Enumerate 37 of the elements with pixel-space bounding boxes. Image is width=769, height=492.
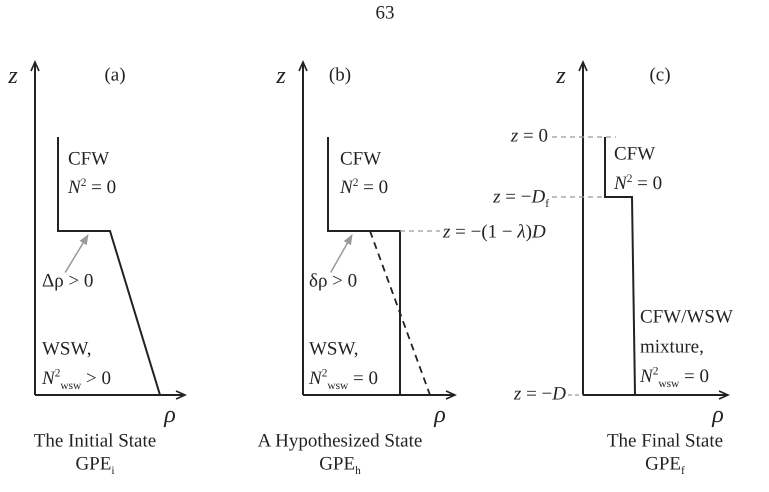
layer-label: mixture, — [640, 338, 704, 358]
depth-label: z = −(1 − λ)D — [443, 222, 546, 244]
axis-label: ρ — [712, 402, 724, 428]
depth-label: z = −D — [514, 384, 566, 406]
layer-label: WSW, — [42, 340, 92, 360]
axis-label: ρ — [434, 402, 446, 428]
caption-text: The Final State — [606, 432, 724, 452]
axis-label: z — [276, 62, 286, 90]
axis-label: z — [556, 62, 566, 90]
annotation-text: Δρ > 0 — [42, 272, 94, 292]
layer-label: CFW — [340, 150, 382, 170]
panel-label: (c) — [649, 66, 671, 86]
page-number: 63 — [376, 4, 394, 24]
axis-label: z — [8, 62, 18, 90]
caption-text: GPE$_{f}$ — [645, 454, 685, 478]
layer-label: CFW/WSW — [640, 308, 733, 328]
leader-arrow — [330, 234, 353, 273]
panel-label: (b) — [328, 66, 352, 86]
layer-label: WSW, — [309, 340, 358, 360]
leader-arrow — [64, 234, 89, 273]
panel-label: (a) — [104, 66, 126, 86]
caption-text: The Initial State — [34, 432, 156, 452]
caption-text: GPE$_{i}$ — [75, 454, 115, 478]
equation-label: N$^{2}$$_{wsw}$ = 0 — [640, 366, 709, 390]
annotation-text: δρ > 0 — [309, 272, 358, 292]
equation-label: N$^{2}$ = 0 — [614, 172, 662, 196]
layer-label: CFW — [614, 144, 656, 166]
layer-label: CFW — [68, 150, 110, 170]
depth-label: z = −D$_{f}$ — [493, 187, 549, 211]
caption-text: A Hypothesized State — [258, 432, 422, 452]
equation-label: N$^{2}$$_{wsw}$ > 0 — [42, 368, 111, 392]
equation-label: N$^{2}$ = 0 — [68, 176, 116, 200]
equation-label: N$^{2}$$_{wsw}$ = 0 — [309, 368, 378, 392]
equation-label: N$^{2}$ = 0 — [340, 176, 388, 200]
depth-label: z = 0 — [510, 126, 548, 148]
axis-label: ρ — [164, 402, 176, 428]
caption-text: GPE$_{h}$ — [319, 454, 361, 478]
